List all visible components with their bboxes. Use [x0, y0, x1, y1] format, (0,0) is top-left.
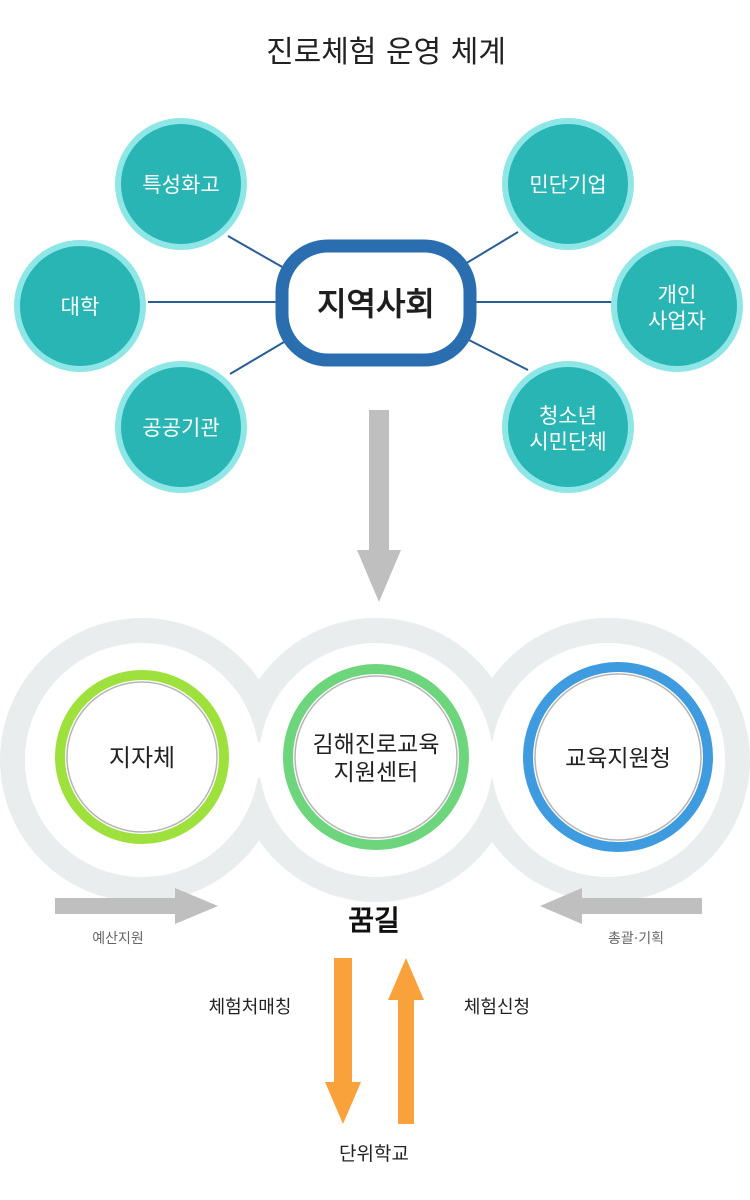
partner-label: 개인 [658, 283, 697, 307]
partner-label: 공공기관 [142, 416, 219, 440]
diagram-title: 진로체험 운영 체계 [266, 35, 506, 70]
connector-line [229, 341, 285, 375]
partner-circle: 공공기관 [115, 361, 247, 493]
connector-line [464, 231, 519, 265]
partner-label: 대학 [61, 295, 100, 319]
hub-connectors [148, 231, 612, 375]
core-circle: 지자체 [55, 670, 229, 844]
school-label: 단위학교 [339, 1143, 409, 1165]
down-flow-label: 체험처매칭 [209, 997, 292, 1018]
core-circle: 김해진로교육 지원센터 [283, 664, 469, 850]
core-circle: 교육지원청 [523, 662, 713, 852]
up-flow-label: 체험신청 [464, 997, 530, 1018]
core-label: 지자체 [109, 744, 175, 772]
right-arrow-icon [55, 888, 218, 924]
right-arrow-label: 총괄·기획 [608, 931, 664, 947]
partner-circle: 청소년 시민단체 [502, 361, 634, 493]
core-label: 김해진로교육 [313, 732, 440, 758]
hub-box: 지역사회 [275, 239, 477, 367]
partner-label: 청소년 [539, 404, 597, 428]
partner-circle: 대학 [14, 240, 146, 372]
connector-line [464, 337, 529, 371]
partner-circle: 민단기업 [502, 118, 634, 250]
partner-label: 특성화고 [142, 173, 219, 197]
orange-up-arrow-icon [388, 958, 424, 1124]
partner-label: 시민단체 [529, 430, 606, 454]
core-label: 교육지원청 [565, 746, 671, 772]
partner-circle: 개인 사업자 [611, 240, 743, 372]
platform-label: 꿈길 [348, 904, 400, 937]
hub-label: 지역사회 [317, 285, 435, 323]
down-arrow-icon [357, 410, 401, 602]
connector-line [227, 235, 285, 269]
partner-label: 사업자 [648, 309, 706, 333]
partner-label: 민단기업 [529, 173, 606, 197]
core-label: 지원센터 [334, 760, 419, 786]
partner-circle: 특성화고 [115, 118, 247, 250]
orange-down-arrow-icon [325, 958, 361, 1124]
left-arrow-label: 예산지원 [92, 931, 144, 947]
left-arrow-icon [540, 888, 702, 924]
